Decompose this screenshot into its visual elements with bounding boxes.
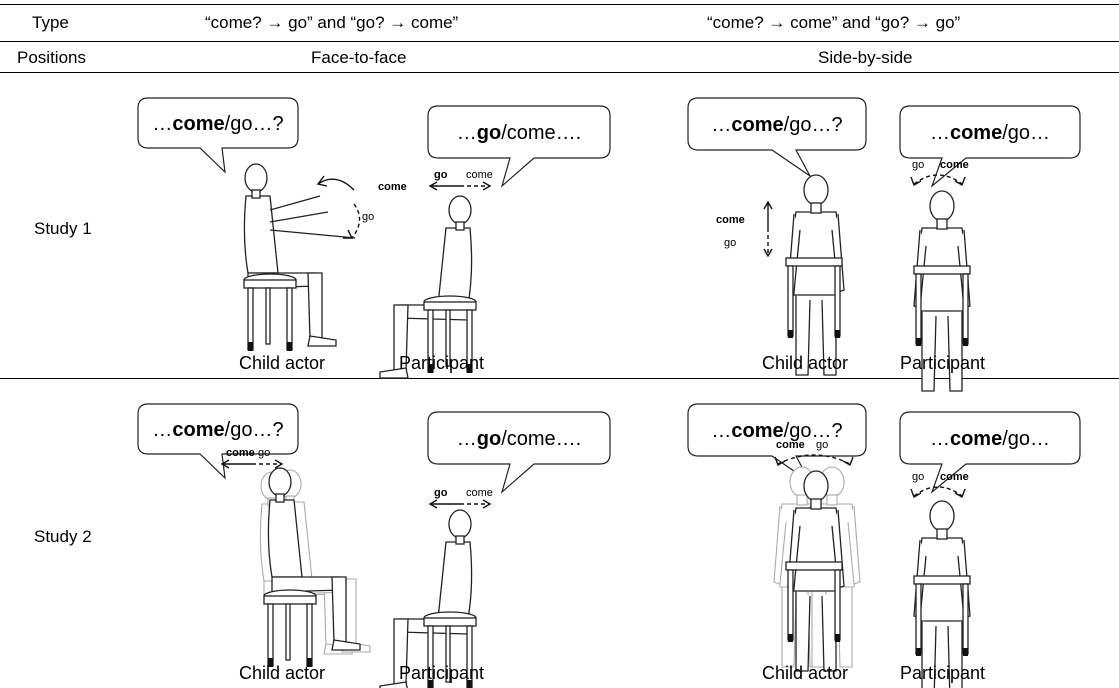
speech-bubble-text: …come/go…? (152, 113, 283, 135)
caption-child-actor: Child actor (239, 353, 326, 373)
participant-gesture-arrow: go come (910, 159, 969, 187)
table-header-rule (0, 41, 1119, 42)
actor-speech-bubble: …come/go…? (687, 403, 867, 483)
speech-bubble-outline (427, 411, 611, 494)
gesture-label-second: come (466, 169, 493, 181)
caption-child-actor: Child actor (762, 353, 849, 373)
gesture-label-first: come (378, 181, 407, 193)
cell-illustration: …come/go…? …come/go… come go go come (687, 97, 1081, 392)
caption-participant: Participant (399, 353, 485, 373)
participant-speech-bubble: …go/come…. (427, 411, 611, 494)
gesture-label-first: go (912, 471, 924, 483)
actor-arms (269, 195, 356, 239)
table-positions-rule (0, 72, 1119, 73)
actor-speech-bubble: …come/go…? (137, 403, 299, 480)
gesture-label-second: come (466, 487, 493, 499)
actor-speech-bubble: …come/go…? (687, 97, 867, 177)
speech-bubble-outline (427, 105, 611, 188)
header-type-label: Type (32, 13, 69, 32)
actor-speech-bubble: …come/go…? (137, 97, 299, 174)
header-positions-col2: Side-by-side (818, 48, 913, 67)
caption-participant: Participant (399, 663, 485, 683)
speech-bubble-outline (687, 97, 867, 177)
speech-bubble-text: …go/come…. (457, 428, 581, 450)
caption-child-actor: Child actor (762, 663, 849, 683)
row-label-study-1: Study 1 (34, 219, 92, 238)
participant-figure (379, 195, 473, 379)
participant-chair (913, 265, 971, 346)
gesture-label-second: come (940, 159, 969, 171)
caption-participant: Participant (900, 663, 986, 683)
header-type-col1: “come? → go” and “go? → come” (205, 13, 459, 32)
child-actor-figure (243, 163, 337, 347)
gesture-label-second: go (816, 439, 828, 451)
header-positions-col1: Face-to-face (311, 48, 407, 67)
row-label-study-2: Study 2 (34, 527, 92, 546)
speech-bubble-outline (137, 97, 299, 174)
participant-gesture-arrow: go come (428, 487, 493, 509)
gesture-label-second: come (940, 471, 969, 483)
speech-bubble-text: …come/go…? (711, 420, 842, 442)
table-row-divider (0, 378, 1119, 379)
actor-gesture-arrow: come go (716, 200, 773, 258)
gesture-label-second: go (724, 237, 736, 249)
participant-speech-bubble: …go/come…. (427, 105, 611, 188)
participant-speech-bubble: …come/go… (899, 105, 1081, 188)
actor-chair (785, 257, 843, 338)
speech-bubble-text: …come/go… (930, 122, 1050, 144)
participant-stool (423, 611, 477, 688)
actor-chair (785, 561, 843, 642)
gesture-label-first: go (434, 487, 448, 499)
gesture-label-first: come (226, 447, 255, 459)
participant-figure (913, 500, 971, 688)
gesture-label-second: go (258, 447, 270, 459)
actor-gesture-arrow: come go (316, 175, 407, 239)
participant-stool (423, 295, 477, 373)
speech-bubble-outline (899, 105, 1081, 188)
gesture-label-first: go (434, 169, 448, 181)
gesture-label-second: go (362, 211, 374, 223)
header-type-col2: “come? → come” and “go? → go” (707, 13, 961, 32)
speech-bubble-text: …come/go… (930, 428, 1050, 450)
cell-illustration: …come/go…? …go/come…. come go go come (137, 97, 611, 379)
participant-gesture-arrow: go come (910, 471, 969, 499)
participant-speech-bubble: …come/go… (899, 411, 1081, 494)
speech-bubble-text: …come/go…? (711, 114, 842, 136)
participant-chair (913, 575, 971, 656)
child-actor-figure (267, 467, 361, 651)
caption-child-actor: Child actor (239, 663, 326, 683)
table-top-rule (0, 4, 1119, 5)
gesture-label-first: come (716, 214, 745, 226)
speech-bubble-outline (899, 411, 1081, 494)
child-actor-figure (787, 174, 845, 376)
actor-stool (243, 273, 297, 351)
speech-bubble-text: …come/go…? (152, 419, 283, 441)
caption-participant: Participant (900, 353, 986, 373)
speech-bubble-text: …go/come…. (457, 122, 581, 144)
actor-stool (263, 589, 317, 667)
gesture-label-first: come (776, 439, 805, 451)
header-positions-label: Positions (17, 48, 86, 67)
participant-gesture-arrow: go come (428, 169, 493, 191)
gesture-label-first: go (912, 159, 924, 171)
speech-bubble-outline (137, 403, 299, 480)
